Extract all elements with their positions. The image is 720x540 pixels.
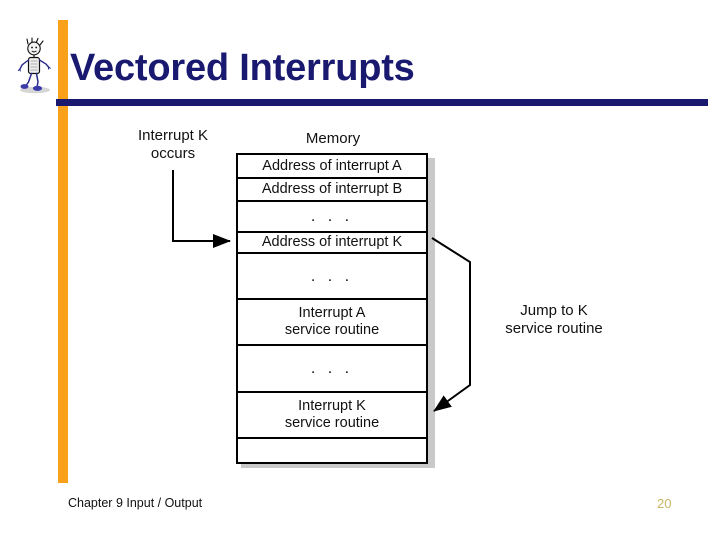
- memory-label: Memory: [305, 130, 361, 147]
- memory-row-ellipsis-3: . . .: [238, 346, 426, 393]
- memory-row-address-a: Address of interrupt A: [238, 155, 426, 179]
- memory-row-blank: [238, 439, 426, 463]
- page-title: Vectored Interrupts: [70, 47, 415, 89]
- memory-row-routine-k: Interrupt K service routine: [238, 393, 426, 439]
- memory-row-routine-a: Interrupt A service routine: [238, 300, 426, 346]
- memory-row-ellipsis-1: . . .: [238, 202, 426, 233]
- interrupt-occurs-arrow: [172, 170, 231, 248]
- footer-chapter-label: Chapter 9 Input / Output: [68, 496, 203, 510]
- memory-row-address-b: Address of interrupt B: [238, 179, 426, 202]
- memory-row-ellipsis-2: . . .: [238, 254, 426, 300]
- memory-row-address-k: Address of interrupt K: [238, 233, 426, 254]
- memory-table: Address of interrupt A Address of interr…: [236, 153, 428, 464]
- mascot-logo-icon: [14, 36, 56, 94]
- jump-to-routine-arrow: [431, 237, 471, 412]
- jump-to-routine-label: Jump to K service routine: [505, 302, 603, 337]
- title-underline-rule: [56, 99, 708, 106]
- accent-vertical-bar: [58, 20, 68, 483]
- interrupt-occurs-label: Interrupt K occurs: [137, 127, 209, 162]
- page-number: 20: [657, 496, 672, 511]
